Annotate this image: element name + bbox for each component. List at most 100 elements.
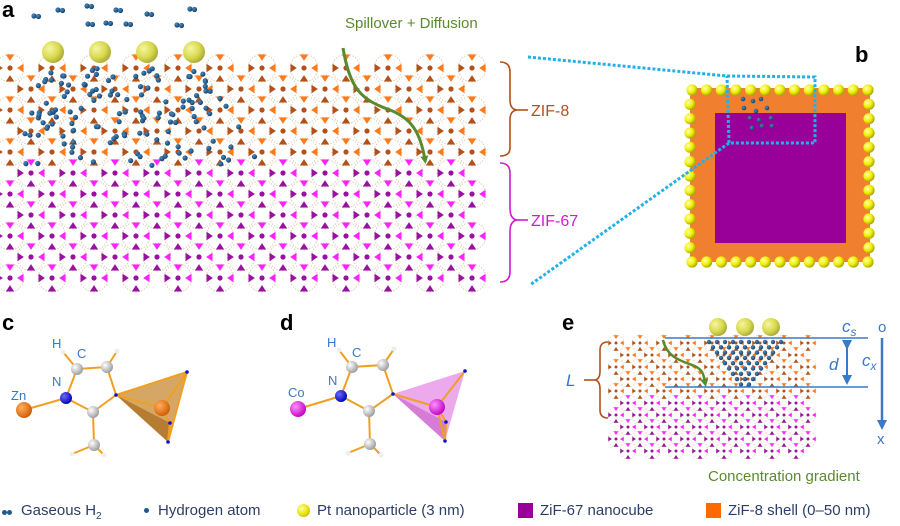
n-vertex [185, 370, 189, 374]
linker-ring [163, 53, 193, 83]
lattice-tetrahedron [374, 252, 381, 262]
linker-ring [310, 242, 340, 272]
lattice-tetrahedron [5, 201, 15, 208]
pt-nanoparticle [709, 318, 727, 336]
hydrogen-atom [146, 68, 152, 74]
lattice-tetrahedron [17, 189, 24, 199]
metal-node [469, 233, 475, 239]
hydrogen-atom [759, 123, 765, 129]
lattice-tetrahedron [164, 189, 171, 199]
lattice-tetrahedron [805, 395, 811, 399]
lattice-tetrahedron [656, 436, 660, 442]
lattice-tetrahedron [800, 412, 804, 418]
lattice-tetrahedron [745, 455, 751, 459]
pt-nanoparticles-e [709, 318, 780, 336]
h-atom [101, 452, 107, 458]
linker-ring [226, 242, 256, 272]
linker-ring [436, 116, 466, 146]
lattice-tetrahedron [733, 383, 739, 387]
lattice-tetrahedron [793, 443, 799, 447]
lattice-tetrahedron [680, 340, 684, 346]
linker-ring [787, 394, 805, 412]
linker-ring [142, 74, 172, 104]
lattice-tetrahedron [383, 117, 393, 124]
lattice-tetrahedron [59, 210, 66, 220]
lattice-tetrahedron [467, 243, 477, 250]
pt-bead [862, 84, 874, 96]
linker-ring [775, 406, 793, 424]
h-atom [178, 22, 185, 29]
hydrogen-atom [67, 109, 73, 115]
metal-node [710, 389, 714, 393]
lattice-tetrahedron [68, 75, 78, 82]
linker-ring [667, 394, 685, 412]
lattice-tetrahedron [692, 400, 696, 406]
lattice-tetrahedron [404, 222, 414, 229]
lattice-tetrahedron [47, 138, 57, 145]
hydrogen-atom [191, 113, 197, 120]
lattice-tetrahedron [668, 400, 672, 406]
lattice-tetrahedron [311, 252, 318, 262]
lattice-tetrahedron [437, 168, 444, 178]
lattice-tetrahedron [625, 407, 631, 411]
linker-ring [739, 394, 757, 412]
lattice-tetrahedron [362, 138, 372, 145]
metal-node [259, 275, 265, 281]
lattice-tetrahedron [257, 201, 267, 208]
metal-node [698, 377, 702, 381]
lattice-tetrahedron [131, 96, 141, 103]
lattice-tetrahedron [122, 252, 129, 262]
lattice-tetrahedron [764, 364, 768, 370]
hydrogen-atom [29, 110, 35, 116]
lattice-tetrahedron [668, 376, 672, 382]
linker-ring [142, 158, 172, 188]
lattice-tetrahedron [680, 364, 684, 370]
pt-bead [715, 84, 727, 96]
lattice-tetrahedron [278, 75, 288, 82]
hydrogen-atom [69, 120, 75, 127]
hydrogen-atom [182, 155, 188, 161]
metal-node [674, 449, 678, 453]
linker-ring [331, 53, 361, 83]
hydrogen-atom [107, 92, 113, 98]
metal-node [112, 254, 118, 260]
pt-nanoparticle-shell-b [684, 84, 875, 268]
linker-ring [394, 116, 424, 146]
legend-item-pt-nanoparticle: Pt nanoparticle (3 nm) [297, 502, 465, 519]
linker-ring [787, 442, 805, 460]
metal-node [614, 341, 618, 345]
co-imidazolate-structure: H C N Co [288, 335, 467, 458]
lattice-tetrahedron [458, 231, 465, 241]
h-atom [345, 450, 351, 456]
lattice-tetrahedron [437, 84, 444, 94]
lattice-tetrahedron [709, 431, 715, 435]
linker-ring [58, 158, 88, 188]
h-atom [55, 7, 61, 13]
metal-node [758, 413, 762, 417]
hydrogen-atoms-b [740, 96, 775, 131]
metal-node [133, 233, 139, 239]
metal-node [322, 128, 328, 134]
metal-node [698, 449, 702, 453]
linker-ring [619, 346, 637, 364]
lattice-tetrahedron [185, 210, 192, 220]
metal-node [626, 401, 630, 405]
lattice-tetrahedron [26, 159, 36, 166]
metal-node [154, 128, 160, 134]
hydrogen-atom [762, 339, 768, 345]
lattice-tetrahedron [781, 407, 787, 411]
lattice-tetrahedron [131, 201, 141, 208]
lattice-tetrahedron [437, 105, 444, 115]
hydrogen-atom [758, 96, 764, 102]
pt-bead [684, 127, 696, 139]
lattice-tetrahedron [644, 436, 648, 442]
lattice-tetrahedron [47, 222, 57, 229]
lattice-tetrahedron [416, 168, 423, 178]
pt-bead [715, 256, 727, 268]
lattice-tetrahedron [625, 455, 631, 459]
spillover-hydrogen-atoms [22, 66, 258, 168]
lattice-tetrahedron [236, 75, 246, 82]
lattice-tetrahedron [383, 285, 393, 292]
lattice-tetrahedron [194, 117, 204, 124]
linker-ring [619, 442, 637, 460]
